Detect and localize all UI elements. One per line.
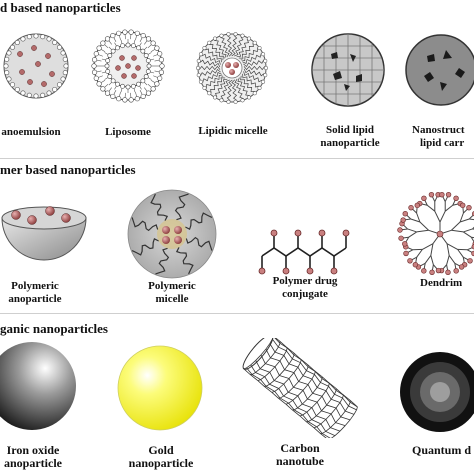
lipidic-micelle-label-line1: Lipidic micelle	[198, 125, 268, 137]
nlc-label: Nanostruct lipid carr	[412, 124, 474, 150]
solid-lipid-label-line2: nanoparticle	[320, 137, 380, 149]
quantum-dot-icon	[400, 352, 474, 432]
solid-lipid-label: Solid lipid nanoparticle	[308, 124, 392, 150]
iron-oxide-label: Iron oxide anoparticle	[0, 444, 66, 470]
dendrimer-label: Dendrim	[420, 277, 474, 290]
lipidic-micelle-label: Lipidic micelle	[188, 125, 278, 138]
polymeric-nanoparticle-label-line2: anoparticle	[8, 293, 62, 305]
polymer-drug-conjugate-label-line2: conjugate	[282, 288, 328, 300]
liposome-label: Liposome	[92, 126, 164, 139]
polymer-illustrations	[1, 189, 474, 279]
liposome-label-line1: Liposome	[105, 126, 151, 138]
polymeric-micelle-label-line2: micelle	[155, 293, 189, 305]
dendrimer-icon	[397, 191, 474, 276]
inorganic-section-title: ganic nanoparticles	[0, 321, 108, 336]
carbon-nanotube-icon	[242, 338, 358, 438]
section-divider-2	[0, 313, 474, 314]
polymeric-micelle-label-line1: Polymeric	[148, 280, 196, 292]
lipid-illustrations	[3, 29, 474, 107]
carbon-nanotube-label: Carbon nanotube	[262, 442, 338, 468]
nlc-label-line2: lipid carr	[420, 137, 465, 149]
iron-oxide-label-line1: Iron oxide	[6, 443, 60, 457]
solid-lipid-nanoparticle-icon	[311, 33, 385, 107]
solid-lipid-label-line1: Solid lipid	[325, 124, 374, 136]
polymeric-nanoparticle-label-line1: Polymeric	[11, 280, 59, 292]
polymeric-nanoparticle-label: Polymeric anoparticle	[0, 280, 70, 306]
polymer-drug-conjugate-icon	[258, 229, 350, 275]
gold-label-line2: nanoparticle	[128, 456, 194, 470]
iron-oxide-nanoparticle-icon	[0, 342, 76, 430]
quantum-dot-label-line1: Quantum d	[412, 443, 472, 457]
lipid-section-title: d based nanoparticles	[0, 0, 121, 15]
iron-oxide-label-line2: anoparticle	[4, 456, 62, 470]
polymer-drug-conjugate-label-line1: Polymer drug	[272, 275, 338, 287]
section-divider-1	[0, 158, 474, 159]
gold-label-line1: Gold	[148, 443, 174, 457]
inorganic-illustrations	[0, 338, 474, 438]
lipidic-micelle-icon	[195, 32, 269, 104]
carbon-nanotube-label-line2: nanotube	[275, 454, 325, 468]
nlc-label-line1: Nanostruct	[412, 124, 465, 136]
nanoemulsion-label: anoemulsion	[0, 126, 62, 139]
polymer-drug-conjugate-label: Polymer drug conjugate	[258, 275, 352, 301]
nanoemulsion-label-line1: anoemulsion	[1, 126, 61, 138]
polymeric-micelle-icon	[127, 189, 217, 279]
gold-nanoparticle-icon	[117, 345, 203, 431]
nanostructured-lipid-carrier-icon	[405, 34, 474, 106]
dendrimer-label-line1: Dendrim	[420, 277, 463, 289]
liposome-icon	[91, 29, 165, 103]
polymeric-nanoparticle-icon	[1, 206, 87, 261]
quantum-dot-label: Quantum d	[412, 444, 474, 457]
carbon-nanotube-label-line1: Carbon	[280, 441, 320, 455]
polymer-section-title: mer based nanoparticles	[0, 162, 136, 177]
polymeric-micelle-label: Polymeric micelle	[132, 280, 212, 306]
nanoemulsion-icon	[3, 33, 69, 99]
gold-label: Gold nanoparticle	[120, 444, 202, 470]
